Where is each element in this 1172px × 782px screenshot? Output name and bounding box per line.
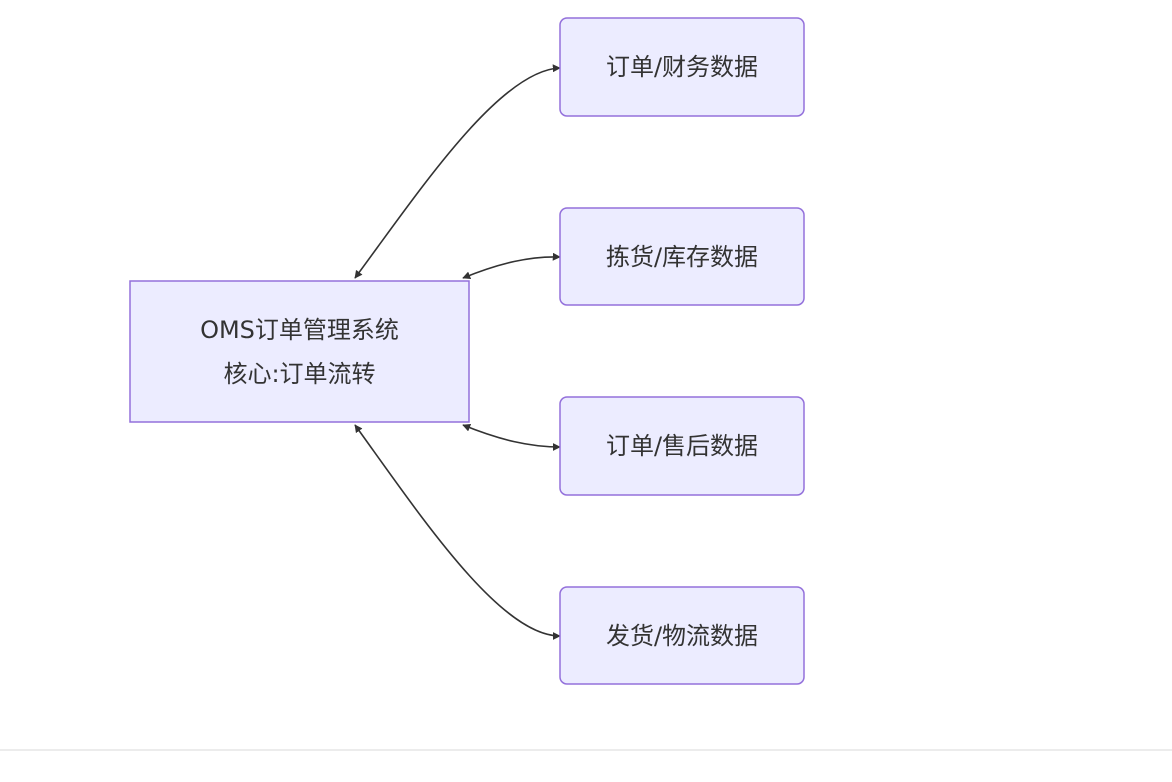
node-oms-subtitle: 核心:订单流转 <box>223 360 375 388</box>
node-oms-box <box>129 280 470 423</box>
node-finance-label: 订单/财务数据 <box>606 53 758 81</box>
node-oms-title: OMS订单管理系统 <box>200 316 399 344</box>
node-shipping-data[interactable]: 发货/物流数据 <box>559 586 805 685</box>
node-picking-data[interactable]: 拣货/库存数据 <box>559 207 805 306</box>
edges <box>354 64 561 640</box>
bottom-divider <box>0 749 1172 751</box>
node-shipping-box <box>559 586 805 685</box>
node-aftersale-label: 订单/售后数据 <box>606 432 758 460</box>
node-finance-box <box>559 17 805 117</box>
node-aftersale-data[interactable]: 订单/售后数据 <box>559 396 805 496</box>
node-aftersale-box <box>559 396 805 496</box>
edge-oms-aftersale[interactable] <box>462 423 561 451</box>
edge-oms-shipping[interactable] <box>354 424 561 640</box>
node-finance-data[interactable]: 订单/财务数据 <box>559 17 805 117</box>
node-shipping-label: 发货/物流数据 <box>606 622 758 650</box>
node-picking-label: 拣货/库存数据 <box>606 243 758 271</box>
edge-oms-finance[interactable] <box>354 64 561 279</box>
edge-oms-picking[interactable] <box>462 252 561 280</box>
node-oms-system[interactable]: OMS订单管理系统 核心:订单流转 <box>129 280 470 423</box>
node-picking-box <box>559 207 805 306</box>
